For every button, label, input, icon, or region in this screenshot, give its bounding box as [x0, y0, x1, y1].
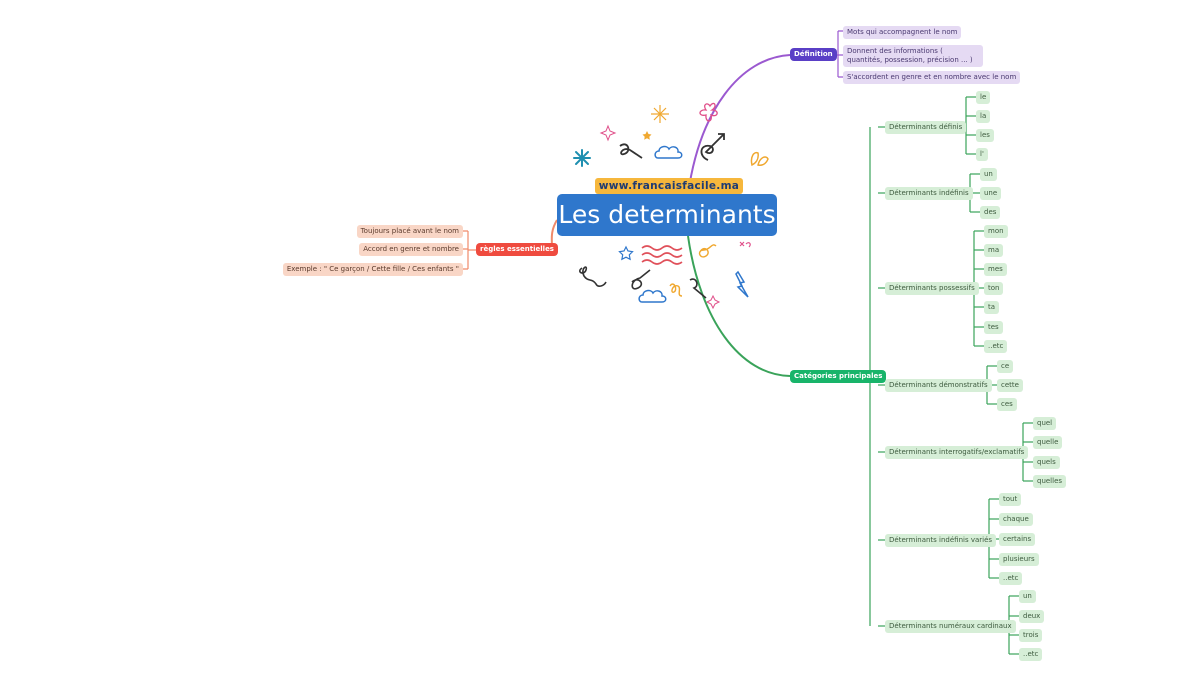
- star-outline-icon: [618, 245, 634, 261]
- definition-hub[interactable]: Définition: [790, 48, 837, 61]
- website-badge: www.francaisfacile.ma: [595, 178, 743, 194]
- category-group[interactable]: Déterminants démonstratifs: [885, 379, 992, 392]
- definition-item[interactable]: Mots qui accompagnent le nom: [843, 26, 962, 39]
- asterisk-icon: [573, 149, 591, 167]
- determinant-item[interactable]: tes: [984, 321, 1003, 334]
- categories-hub[interactable]: Catégories principales: [790, 370, 887, 383]
- regles-connectors: [463, 230, 476, 270]
- leaf-icon: [750, 151, 769, 167]
- determinant-item[interactable]: quelle: [1033, 436, 1063, 449]
- determinant-item[interactable]: ta: [984, 301, 1000, 314]
- determinant-item[interactable]: cette: [997, 379, 1023, 392]
- categories-branch-line: [687, 235, 791, 377]
- cloud-icon: [654, 145, 683, 159]
- squiggle-icon: [579, 266, 607, 287]
- category-group[interactable]: Déterminants indéfinis variés: [885, 534, 997, 547]
- determinant-item[interactable]: des: [980, 206, 1001, 219]
- lightning-icon: [735, 270, 749, 298]
- wave-icon: [641, 245, 683, 265]
- definition-item[interactable]: S'accordent en genre et en nombre avec l…: [843, 71, 1021, 84]
- determinant-item[interactable]: ..etc: [999, 572, 1023, 585]
- arrow-icon: [700, 133, 725, 161]
- determinant-item[interactable]: tout: [999, 493, 1022, 506]
- determinant-item[interactable]: certains: [999, 533, 1036, 546]
- determinant-item[interactable]: un: [980, 168, 997, 181]
- flower-icon: [699, 102, 718, 122]
- determinant-item[interactable]: le: [976, 91, 991, 104]
- regle-item[interactable]: Toujours placé avant le nom: [356, 225, 463, 238]
- determinant-item[interactable]: quels: [1033, 456, 1060, 469]
- category-group[interactable]: Déterminants numéraux cardinaux: [885, 620, 1016, 633]
- determinant-item[interactable]: plusieurs: [999, 553, 1039, 566]
- determinant-item[interactable]: ces: [997, 398, 1017, 411]
- regle-item[interactable]: Accord en genre et nombre: [359, 243, 463, 256]
- determinant-item[interactable]: mes: [984, 263, 1007, 276]
- category-group[interactable]: Déterminants définis: [885, 121, 967, 134]
- cloud-icon-2: [638, 289, 667, 303]
- determinant-item[interactable]: quel: [1033, 417, 1057, 430]
- determinant-item[interactable]: quelles: [1033, 475, 1067, 488]
- determinant-item[interactable]: les: [976, 129, 994, 142]
- determinant-item[interactable]: chaque: [999, 513, 1033, 526]
- category-group[interactable]: Déterminants possessifs: [885, 282, 979, 295]
- determinant-item[interactable]: mon: [984, 225, 1008, 238]
- definition-branch-line: [687, 54, 791, 195]
- swirl-icon-2: [739, 241, 751, 248]
- determinant-item[interactable]: une: [980, 187, 1002, 200]
- sparkle-icon: [599, 124, 617, 142]
- star-icon: [642, 131, 652, 140]
- determinant-item[interactable]: la: [976, 110, 991, 123]
- scribble-icon: [698, 244, 717, 258]
- determinant-item[interactable]: ..etc: [1019, 648, 1043, 661]
- determinant-item[interactable]: trois: [1019, 629, 1043, 642]
- determinant-item[interactable]: ce: [997, 360, 1014, 373]
- sparkle-icon-2: [705, 294, 721, 310]
- category-group[interactable]: Déterminants interrogatifs/exclamatifs: [885, 446, 1029, 459]
- determinant-item[interactable]: ma: [984, 244, 1004, 257]
- determinant-item[interactable]: un: [1019, 590, 1036, 603]
- category-group[interactable]: Déterminants indéfinis: [885, 187, 973, 200]
- determinant-item[interactable]: deux: [1019, 610, 1045, 623]
- swirl-icon-4: [689, 278, 707, 299]
- scribble-icon-2: [669, 283, 683, 297]
- swirl-icon: [619, 143, 643, 159]
- regle-item[interactable]: Exemple : " Ce garçon / Cette fille / Ce…: [282, 263, 463, 276]
- determinant-item[interactable]: ton: [984, 282, 1004, 295]
- swirl-icon-3: [631, 269, 651, 290]
- central-topic[interactable]: Les determinants: [557, 194, 777, 236]
- sunburst-icon: [651, 105, 669, 123]
- determinant-item[interactable]: ..etc: [984, 340, 1008, 353]
- definition-item[interactable]: Donnent des informations ( quantités, po…: [843, 45, 983, 67]
- regles-hub[interactable]: règles essentielles: [476, 243, 558, 256]
- determinant-item[interactable]: l': [976, 148, 988, 161]
